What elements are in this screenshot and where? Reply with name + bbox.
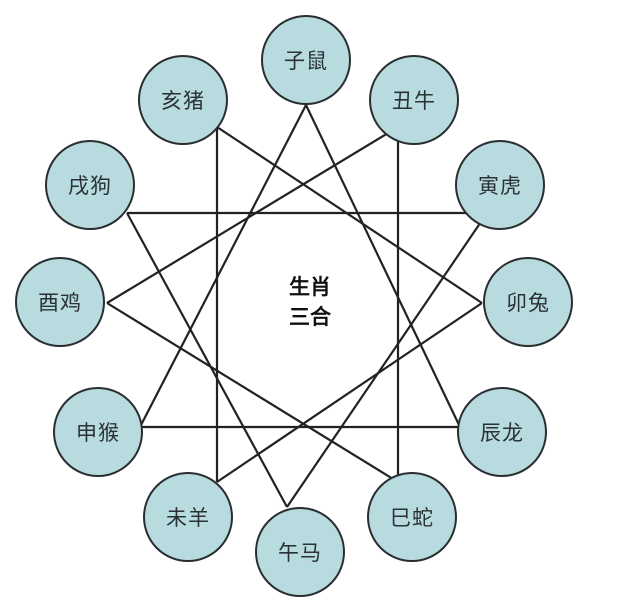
node-you-rooster: 酉鸡 — [15, 257, 105, 347]
line-zi-chen — [305, 104, 461, 428]
node-label: 丑牛 — [392, 89, 436, 113]
node-label: 亥猪 — [161, 89, 205, 113]
line-zi-shen — [139, 104, 307, 428]
node-label: 子鼠 — [284, 49, 328, 73]
node-chou-ox: 丑牛 — [369, 55, 459, 145]
node-label: 酉鸡 — [38, 291, 82, 315]
node-wu-horse: 午马 — [255, 507, 345, 597]
node-xu-dog: 戌狗 — [45, 140, 135, 230]
node-shen-monkey: 申猴 — [53, 387, 143, 477]
line-chou-you — [106, 126, 399, 304]
node-mao-rabbit: 卯兔 — [483, 257, 573, 347]
node-label: 辰龙 — [480, 421, 524, 445]
node-yin-tiger: 寅虎 — [455, 140, 545, 230]
center-title: 生肖 三合 — [270, 272, 350, 332]
node-label: 寅虎 — [478, 174, 522, 198]
node-label: 卯兔 — [506, 291, 550, 315]
center-title-line2: 三合 — [289, 304, 331, 329]
node-wei-goat: 未羊 — [143, 472, 233, 562]
node-hai-pig: 亥猪 — [138, 55, 228, 145]
node-label: 戌狗 — [68, 174, 112, 198]
node-chen-dragon: 辰龙 — [457, 387, 547, 477]
node-label: 未羊 — [166, 506, 210, 530]
node-label: 巳蛇 — [390, 506, 434, 530]
node-si-snake: 巳蛇 — [367, 472, 457, 562]
line-si-you — [106, 302, 399, 483]
line-wei-mao — [216, 302, 483, 483]
node-zi-rat: 子鼠 — [261, 15, 351, 105]
line-xu-wu — [126, 212, 288, 508]
center-title-line1: 生肖 — [289, 274, 331, 299]
line-yin-wu — [286, 212, 488, 508]
node-label: 午马 — [278, 541, 322, 565]
node-label: 申猴 — [76, 421, 120, 445]
line-hai-mao — [216, 126, 483, 304]
